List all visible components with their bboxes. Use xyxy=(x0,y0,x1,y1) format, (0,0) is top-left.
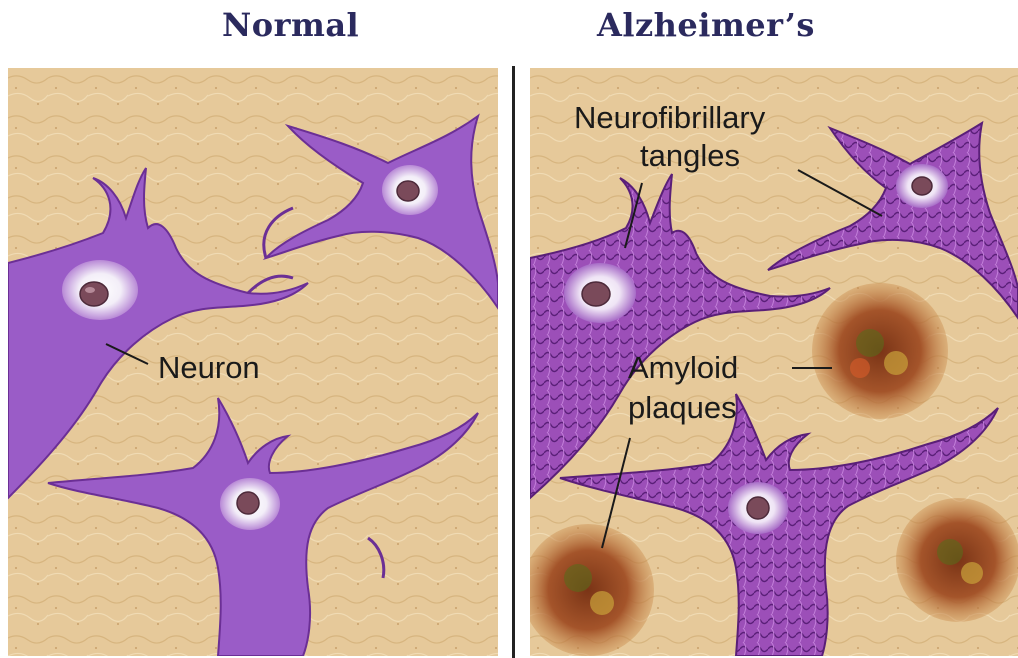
panel-normal: Neuron xyxy=(8,68,498,656)
label-tangles-line1: Neurofibrillary xyxy=(574,100,765,136)
label-tangles-line2: tangles xyxy=(640,138,740,174)
amyloid-plaque-bottom-right xyxy=(896,498,1018,622)
alzheimers-illustration xyxy=(530,68,1018,656)
label-plaques-line2: plaques xyxy=(628,390,737,426)
title-normal: Normal xyxy=(222,6,359,44)
amyloid-plaque-center xyxy=(812,283,948,419)
title-alzheimers: Alzheimer’s xyxy=(597,6,815,44)
label-plaques-line1: Amyloid xyxy=(628,350,738,386)
label-neuron: Neuron xyxy=(158,350,260,386)
panel-divider xyxy=(512,66,515,658)
panel-alzheimers: Neurofibrillary tangles Amyloid plaques xyxy=(530,68,1018,656)
